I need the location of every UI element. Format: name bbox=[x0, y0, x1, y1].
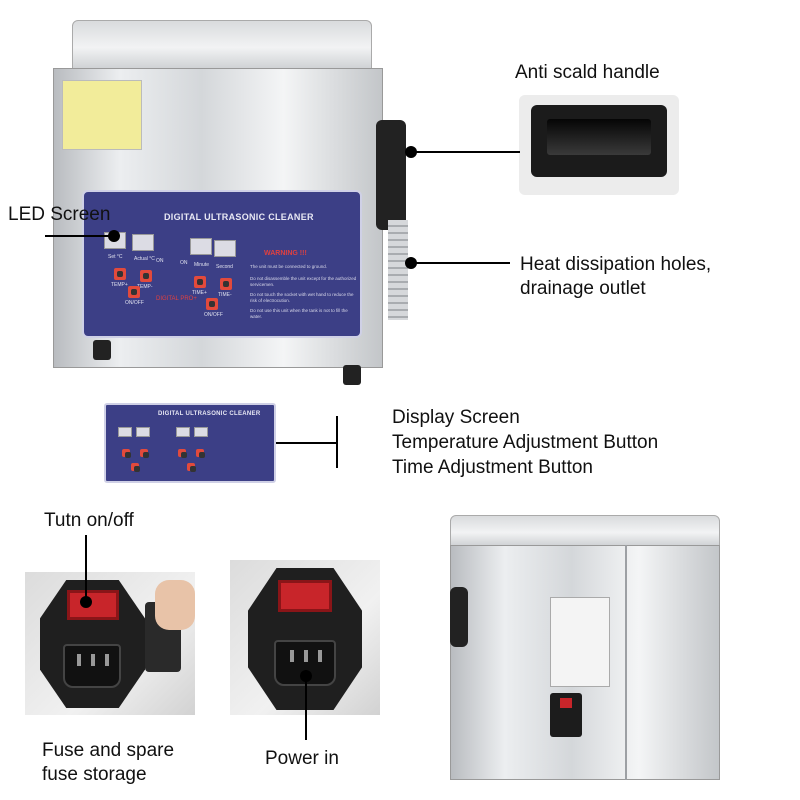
panel-title-small: DIGITAL ULTRASONIC CLEANER bbox=[158, 411, 261, 417]
rear-power-switch[interactable] bbox=[560, 698, 572, 708]
power-rocker-switch[interactable] bbox=[278, 580, 332, 612]
inlet-pin bbox=[105, 654, 109, 666]
temp-plus-button[interactable] bbox=[114, 268, 126, 280]
warning-text: Do not use this unit when the tank is no… bbox=[250, 308, 348, 319]
side-handle bbox=[450, 587, 468, 647]
callout-dot bbox=[108, 230, 120, 242]
callout-anti-scald-handle: Anti scald handle bbox=[515, 62, 660, 83]
callout-display-screen: Display Screen bbox=[392, 407, 520, 428]
inlet-pin bbox=[290, 650, 294, 662]
callout-power-in: Power in bbox=[265, 748, 339, 769]
inlet-pin bbox=[91, 654, 95, 666]
actual-temp-label: Actual °C bbox=[134, 256, 155, 262]
callout-drainage-outlet: drainage outlet bbox=[520, 278, 646, 299]
ultrasonic-cleaner-rear bbox=[440, 515, 730, 785]
warning-heading: WARNING !!! bbox=[264, 250, 307, 257]
time-plus-label: TIME+ bbox=[192, 290, 207, 296]
callout-fuse-storage-2: fuse storage bbox=[42, 764, 147, 785]
handle-grip-recess bbox=[547, 119, 651, 155]
actual-temp-display bbox=[132, 234, 154, 251]
time-plus-button-small[interactable] bbox=[178, 449, 187, 458]
inlet-pin bbox=[304, 650, 308, 662]
temp-on-off-label: ON/OFF bbox=[125, 300, 144, 306]
temp-minus-button-small[interactable] bbox=[140, 449, 149, 458]
rating-label bbox=[550, 597, 610, 687]
callout-line bbox=[305, 675, 307, 740]
temp-plus-button-small[interactable] bbox=[122, 449, 131, 458]
minute-display-small bbox=[176, 427, 190, 437]
callout-temperature-button: Temperature Adjustment Button bbox=[392, 432, 659, 453]
warning-sticker bbox=[62, 80, 142, 150]
callout-time-button: Time Adjustment Button bbox=[392, 457, 594, 478]
rear-power-module bbox=[550, 693, 582, 737]
handle-closeup-photo bbox=[519, 95, 679, 195]
time-minus-button-small[interactable] bbox=[196, 449, 205, 458]
callout-line bbox=[410, 262, 510, 264]
second-display bbox=[214, 240, 236, 257]
temp-plus-label: TEMP+ bbox=[111, 282, 128, 288]
callout-led-screen: LED Screen bbox=[8, 204, 111, 225]
lid bbox=[450, 515, 720, 550]
second-display-small bbox=[194, 427, 208, 437]
callout-fuse-storage-1: Fuse and spare bbox=[42, 740, 175, 761]
minute-label: Minute bbox=[194, 262, 210, 268]
heat-dissipation-vents bbox=[388, 220, 408, 320]
panel-seam bbox=[625, 545, 627, 780]
hand bbox=[155, 580, 195, 630]
warning-text: Do not touch the socket with wet hand to… bbox=[250, 292, 354, 303]
set-temp-display-small bbox=[118, 427, 132, 437]
panel-title: DIGITAL ULTRASONIC CLEANER bbox=[164, 212, 314, 222]
control-panel: DIGITAL ULTRASONIC CLEANER Set °C Actual… bbox=[82, 190, 362, 338]
set-temp-label: Set °C bbox=[108, 254, 123, 260]
time-minus-label: TIME- bbox=[218, 292, 232, 298]
temp-minus-button[interactable] bbox=[140, 270, 152, 282]
callout-heat-dissipation: Heat dissipation holes, bbox=[520, 254, 712, 275]
foot bbox=[343, 365, 361, 385]
callout-line bbox=[410, 151, 520, 153]
actual-temp-display-small bbox=[136, 427, 150, 437]
time-on-label: ON bbox=[180, 260, 188, 266]
brand-label: DIGITAL PRO+ bbox=[156, 296, 197, 302]
warning-text: Do not disassemble the unit except for t… bbox=[250, 276, 357, 287]
foot bbox=[93, 340, 111, 360]
handle-closeup bbox=[531, 105, 667, 177]
lid bbox=[72, 20, 372, 75]
time-on-off-button-small[interactable] bbox=[187, 463, 196, 472]
temp-on-off-button-small[interactable] bbox=[131, 463, 140, 472]
temp-minus-label: TEMP- bbox=[137, 284, 153, 290]
inlet-pin bbox=[318, 650, 322, 662]
callout-line bbox=[45, 235, 113, 237]
time-minus-button[interactable] bbox=[220, 278, 232, 290]
callout-line bbox=[276, 442, 336, 444]
callout-dot bbox=[80, 596, 92, 608]
second-label: Second bbox=[216, 264, 233, 270]
power-inlet-socket bbox=[63, 644, 121, 688]
temp-on-off-button[interactable] bbox=[128, 286, 140, 298]
control-panel-small: DIGITAL ULTRASONIC CLEANER bbox=[104, 403, 276, 483]
callout-line bbox=[85, 535, 87, 600]
callout-bracket bbox=[336, 416, 376, 468]
power-rocker-switch[interactable] bbox=[67, 590, 119, 620]
time-on-off-label: ON/OFF bbox=[204, 312, 223, 318]
time-plus-button[interactable] bbox=[194, 276, 206, 288]
minute-display bbox=[190, 238, 212, 255]
warning-text: The unit must be connected to ground. bbox=[250, 264, 328, 269]
fuse-photo bbox=[25, 572, 195, 715]
inlet-pin bbox=[77, 654, 81, 666]
callout-turn-on-off: Tutn on/off bbox=[44, 510, 134, 531]
time-on-off-button[interactable] bbox=[206, 298, 218, 310]
on-indicator-label: ON bbox=[156, 258, 164, 264]
anti-scald-handle bbox=[376, 120, 406, 230]
